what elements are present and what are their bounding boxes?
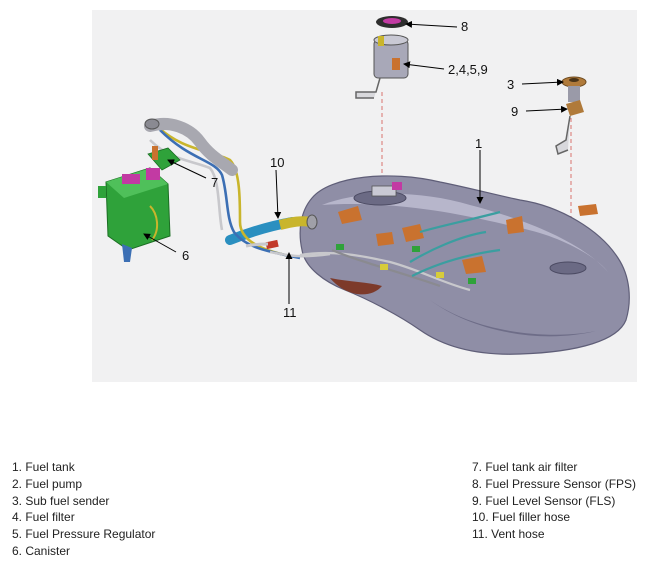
callout-1: 1 <box>475 136 483 151</box>
leader-lines <box>143 20 568 304</box>
fuel-tank-air-filter <box>147 146 181 171</box>
vent-hose <box>245 239 279 250</box>
legend-item: 8. Fuel Pressure Sensor (FPS) <box>472 476 637 491</box>
callout-2-4-5-9: 2,4,5,9 <box>448 62 488 77</box>
tank-sender-unit <box>371 182 402 197</box>
callout-10: 10 <box>270 155 285 170</box>
callout-6: 6 <box>182 248 190 263</box>
callout-7: 7 <box>211 175 219 190</box>
canister <box>98 167 171 262</box>
tank-pads <box>338 204 598 274</box>
callout-9: 9 <box>511 104 519 119</box>
callout-11: 11 <box>283 305 297 320</box>
filler-neck <box>144 118 238 176</box>
legend-item: 9. Fuel Level Sensor (FLS) <box>472 493 616 508</box>
legend-item: 7. Fuel tank air filter <box>472 460 578 474</box>
fuel-system-diagram <box>92 10 637 382</box>
line-clips <box>336 244 476 284</box>
sub-fuel-sender <box>555 76 587 156</box>
legend-item: 3. Sub fuel sender <box>12 493 110 508</box>
legend-item: 11. Vent hose <box>472 527 545 542</box>
legend-left: 1. Fuel tank 2. Fuel pump 3. Sub fuel se… <box>12 459 155 560</box>
fuel-pump-module <box>355 16 409 99</box>
callout-8: 8 <box>461 19 469 34</box>
legend-item: 4. Fuel filter <box>12 510 75 525</box>
legend-item: 6. Canister <box>12 543 71 558</box>
legend-item: 10. Fuel filler hose <box>472 510 571 525</box>
legend-item: 1. Fuel tank <box>12 460 75 474</box>
legend-item: 2. Fuel pump <box>12 476 83 491</box>
fuel-filler-hose <box>225 214 318 245</box>
callout-3: 3 <box>507 77 515 92</box>
legend-item: 5. Fuel Pressure Regulator <box>12 527 156 542</box>
legend-right: 7. Fuel tank air filter 8. Fuel Pressure… <box>472 459 636 543</box>
